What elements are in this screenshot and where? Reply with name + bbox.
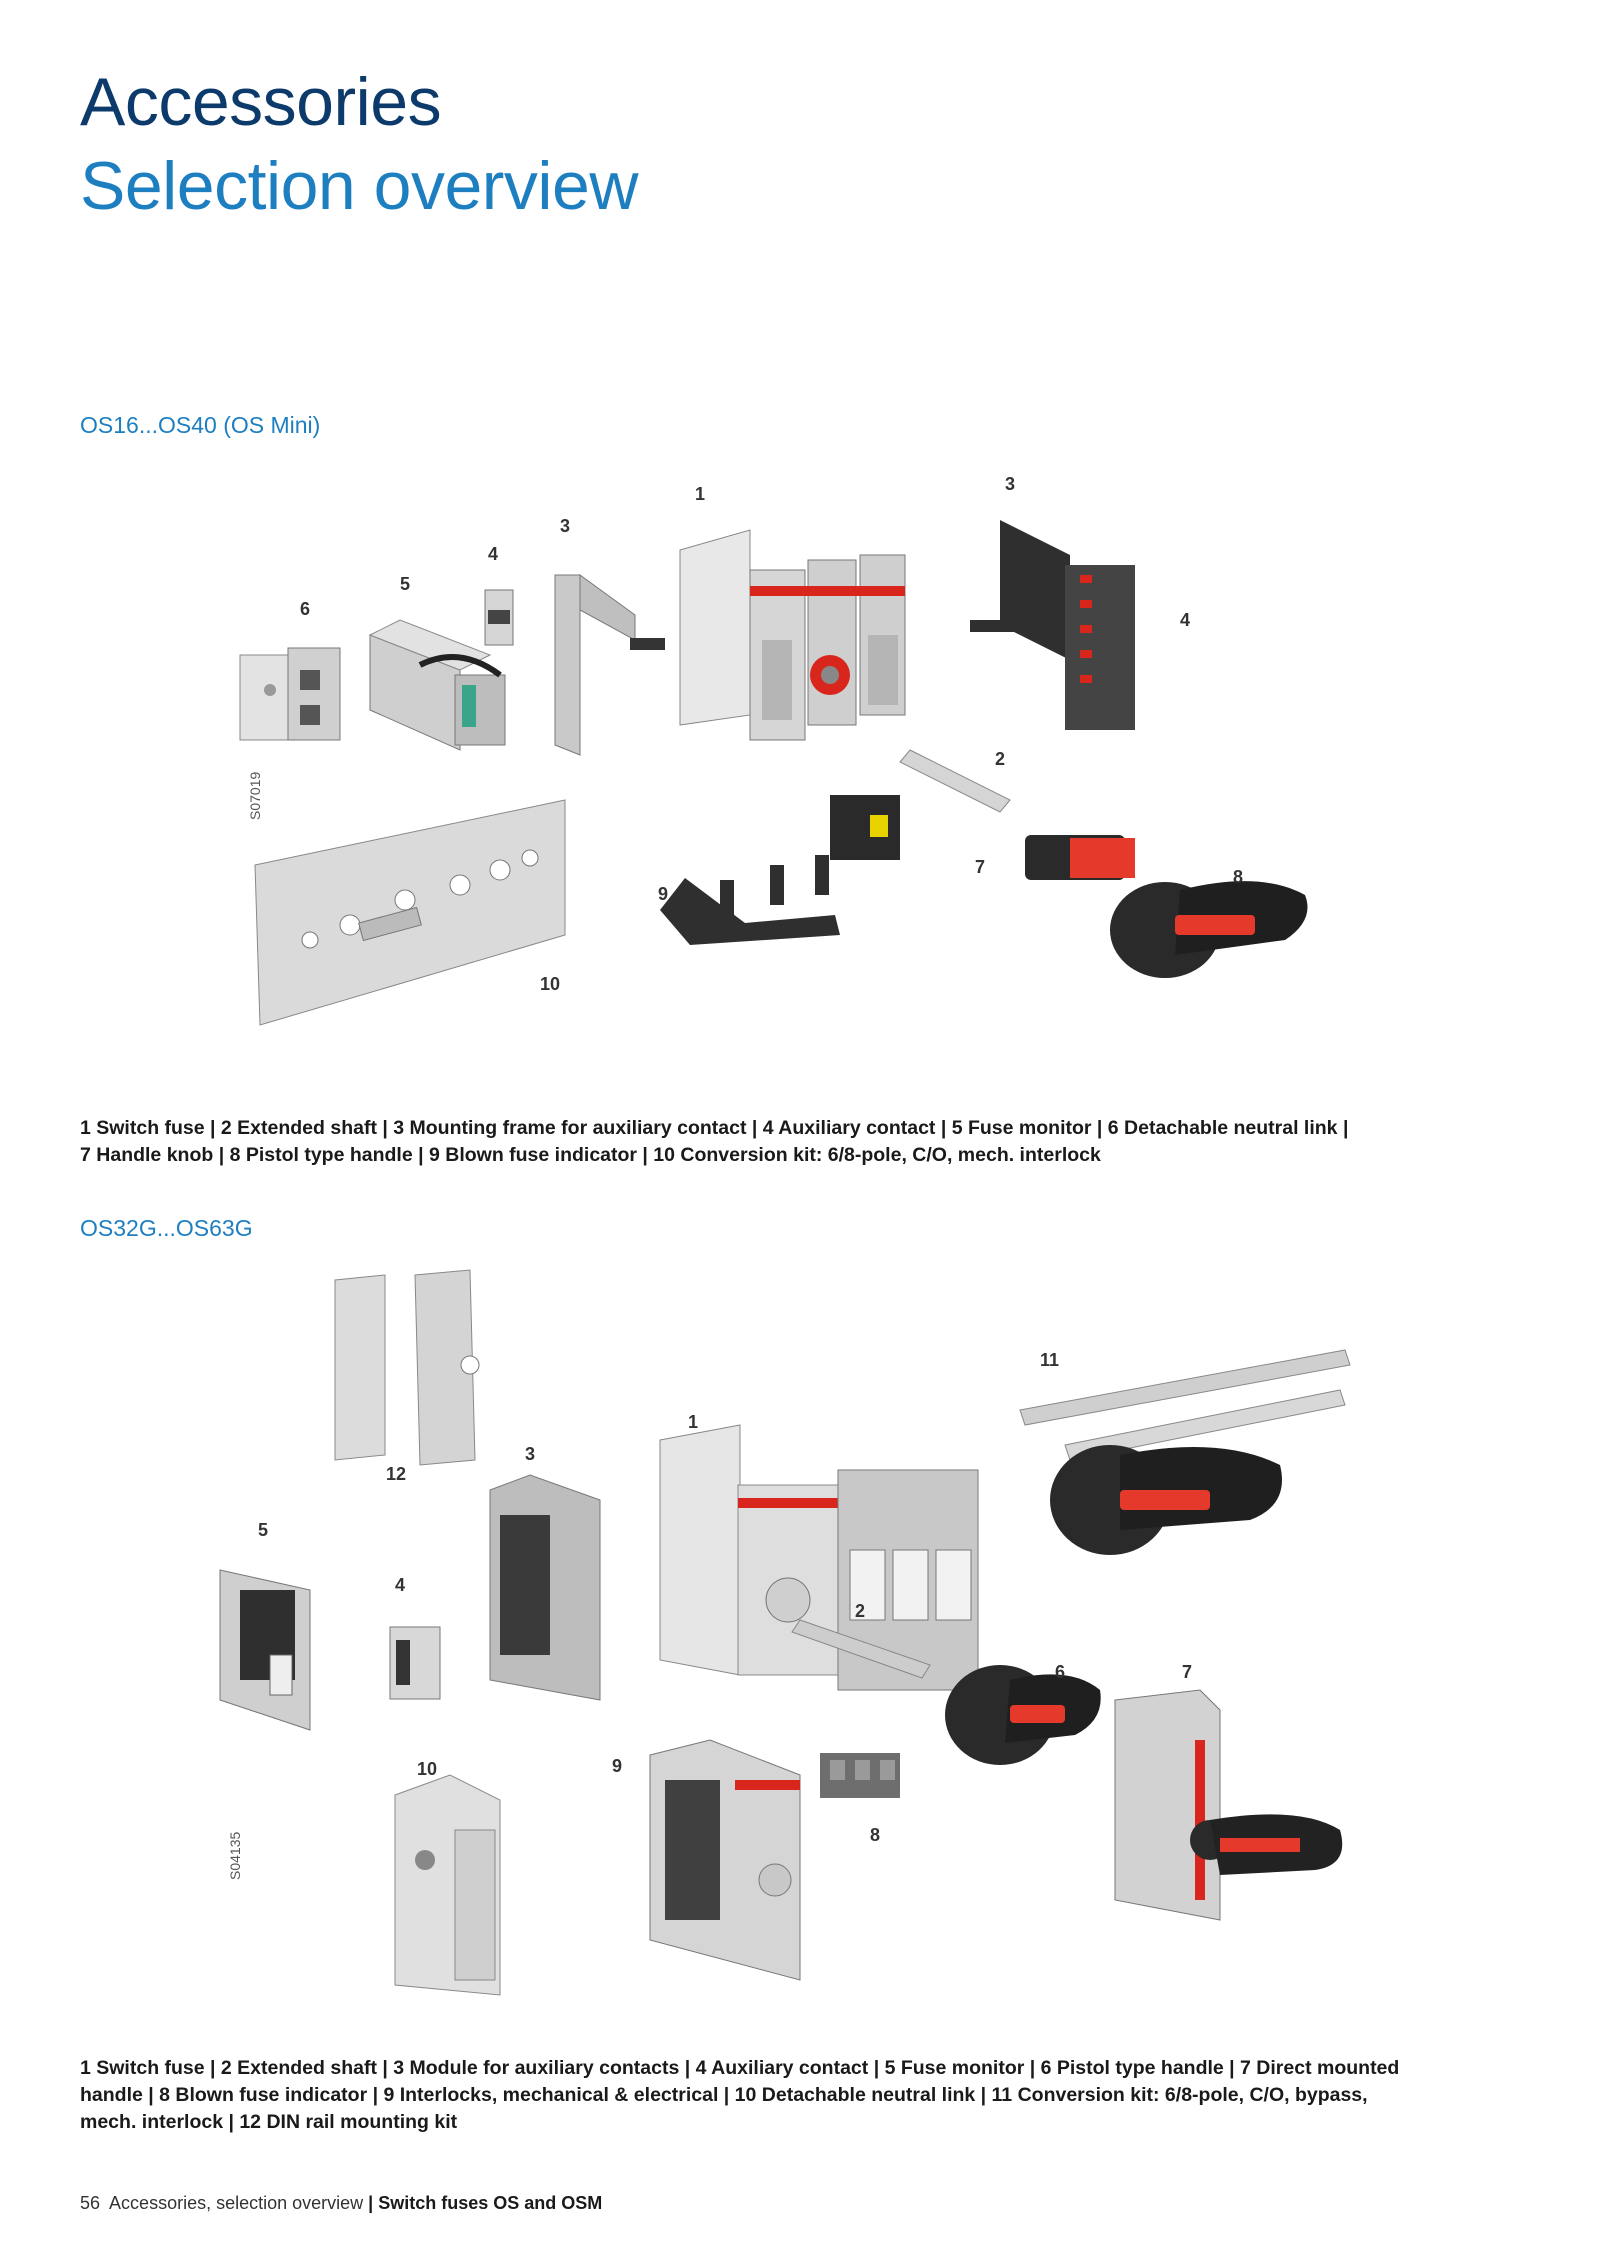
blown-fuse-indicator-part (660, 855, 840, 945)
callout-6: 6 (300, 599, 310, 619)
callout-4a: 4 (488, 544, 498, 564)
os-g-exploded-view: S04135 (219, 1269, 1351, 1996)
pistol-handle-part (1110, 881, 1308, 978)
blown-fuse-indicator-part-2 (820, 1753, 900, 1798)
switch-fuse-part-2 (659, 1424, 979, 1691)
callout-2: 2 (995, 749, 1005, 769)
callout-g-8: 8 (870, 1825, 880, 1845)
aux-module-part (489, 1474, 601, 1701)
page-footer: 56 Accessories, selection overview | Swi… (80, 2193, 602, 2214)
page-title: Accessories (80, 64, 442, 140)
fuse-monitor-part (368, 619, 506, 751)
fuse-monitor-part-2 (219, 1569, 311, 1731)
callout-g-9: 9 (612, 1756, 622, 1776)
section-title-os-g: OS32G...OS63G (80, 1215, 253, 1241)
callout-3a: 3 (560, 516, 570, 536)
callout-1: 1 (695, 484, 705, 504)
callout-g-2: 2 (855, 1601, 865, 1621)
figure-code-label-2: S04135 (227, 1832, 243, 1880)
extended-shaft-part-2 (791, 1619, 931, 1679)
page-number: 56 (80, 2193, 101, 2213)
switch-fuse-part (679, 529, 906, 741)
neutral-link-part (239, 647, 341, 741)
footer-separator: | (368, 2193, 374, 2213)
auxiliary-contact-stack-part (1065, 565, 1135, 730)
callout-g-3: 3 (525, 1444, 535, 1464)
section2-caption-line2: handle | 8 Blown fuse indicator | 9 Inte… (80, 2084, 1368, 2106)
callout-10: 10 (540, 974, 560, 994)
figure-code-label: S07019 (247, 772, 263, 820)
conversion-kit-bars-part (1019, 1349, 1351, 1461)
callout-4b: 4 (1180, 610, 1190, 630)
callout-g-10: 10 (417, 1759, 437, 1779)
section1-caption-line1: 1 Switch fuse | 2 Extended shaft | 3 Mou… (80, 1117, 1349, 1139)
extended-shaft-part (899, 749, 1011, 813)
page-subtitle: Selection overview (80, 148, 638, 224)
mounting-frame-comb-part (970, 520, 1070, 660)
direct-mounted-handle-part (1114, 1689, 1343, 1921)
conversion-kit-handle-part (1050, 1445, 1282, 1555)
section-title-os-mini: OS16...OS40 (OS Mini) (80, 412, 321, 438)
section2-caption-line1: 1 Switch fuse | 2 Extended shaft | 3 Mod… (80, 2057, 1400, 2079)
callout-g-12: 12 (386, 1464, 406, 1484)
callout-g-1: 1 (688, 1412, 698, 1432)
pistol-handle-part-2 (945, 1665, 1101, 1765)
mounting-frame-part (554, 574, 665, 756)
callout-g-6: 6 (1055, 1662, 1065, 1682)
footer-product-text: Switch fuses OS and OSM (378, 2193, 603, 2213)
section2-caption-line3: mech. interlock | 12 DIN rail mounting k… (80, 2111, 458, 2133)
callout-g-5: 5 (258, 1520, 268, 1540)
footer-section-text: Accessories, selection overview (109, 2193, 364, 2213)
handle-knob-part (1025, 835, 1135, 880)
interlock-part (649, 1739, 801, 1981)
callout-7: 7 (975, 857, 985, 877)
auxiliary-contact-part-2 (389, 1626, 441, 1700)
callout-g-7: 7 (1182, 1662, 1192, 1682)
os-mini-exploded-view: S07019 (239, 474, 1308, 1026)
callout-8: 8 (1233, 867, 1243, 887)
callout-5: 5 (400, 574, 410, 594)
neutral-link-part-2 (394, 1774, 501, 1996)
callout-9: 9 (658, 884, 668, 904)
conversion-kit-plate-part (254, 799, 566, 1026)
callout-g-11: 11 (1040, 1350, 1059, 1370)
callout-g-4: 4 (395, 1575, 405, 1595)
auxiliary-contact-lower-part (830, 795, 900, 860)
section1-caption-line2: 7 Handle knob | 8 Pistol type handle | 9… (80, 1144, 1101, 1166)
din-rail-kit-part (334, 1269, 480, 1466)
callout-3b: 3 (1005, 474, 1015, 494)
auxiliary-contact-part (484, 589, 514, 646)
